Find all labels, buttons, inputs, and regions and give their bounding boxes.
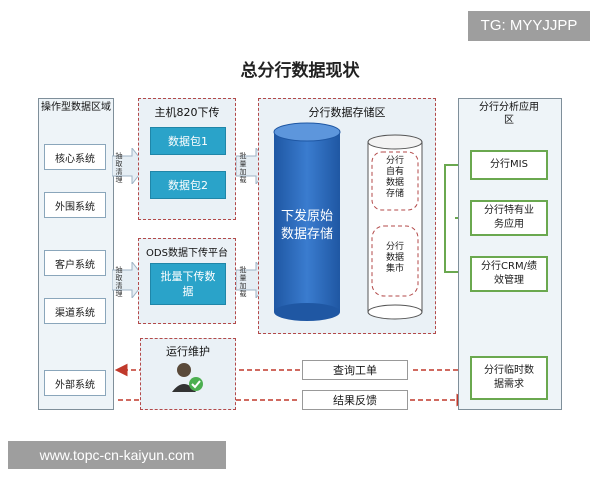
host-820-title: 主机820下传 — [154, 106, 220, 119]
extract-label-top: 抽取清理 — [115, 152, 123, 184]
system-core: 核心系统 — [44, 144, 106, 170]
raw-storage-cylinder — [273, 122, 341, 321]
app-branch-mis: 分行MIS — [470, 150, 548, 180]
system-external: 外部系统 — [44, 370, 106, 396]
raw-storage-label: 下发原始数据存储 — [280, 209, 333, 242]
system-customer: 客户系统 — [44, 250, 106, 276]
extract-label-bottom: 抽取清理 — [115, 266, 123, 298]
app-branch-crm: 分行CRM/绩效管理 — [470, 256, 548, 292]
operator-avatar-icon — [172, 363, 203, 392]
watermark-url: www.topc-cn-kaiyun.com — [8, 441, 226, 469]
branch-mart-cylinder — [367, 134, 423, 320]
data-package-1: 数据包1 — [150, 127, 226, 155]
app-bracket-line — [444, 164, 455, 273]
system-peripheral: 外围系统 — [44, 192, 106, 218]
ods-title: ODS数据下传平台 — [146, 248, 228, 259]
storage-title: 分行数据存储区 — [308, 106, 386, 119]
data-mart-label: 分行数据集市 — [385, 242, 404, 274]
query-ticket-box: 查询工单 — [302, 360, 408, 380]
operational-data-title: 操作型数据区域 — [41, 102, 111, 113]
system-channel: 渠道系统 — [44, 298, 106, 324]
load-label-bottom: 批量加载 — [239, 266, 247, 298]
ops-maintenance-title: 运行维护 — [166, 345, 210, 358]
analysis-app-title: 分行分析应用区 — [479, 102, 539, 126]
app-branch-special-business: 分行特有业务应用 — [470, 200, 548, 236]
app-branch-temp-demand: 分行临时数据需求 — [470, 356, 548, 400]
data-package-2: 数据包2 — [150, 171, 226, 199]
diagram-title: 总分行数据现状 — [240, 61, 360, 81]
batch-download-data: 批量下传数据 — [150, 263, 226, 305]
result-feedback-box: 结果反馈 — [302, 390, 408, 410]
watermark-tg: TG: MYYJJPP — [468, 11, 590, 41]
own-data-storage-label: 分行自有数据存储 — [385, 156, 404, 199]
load-label-top: 批量加载 — [239, 152, 247, 184]
